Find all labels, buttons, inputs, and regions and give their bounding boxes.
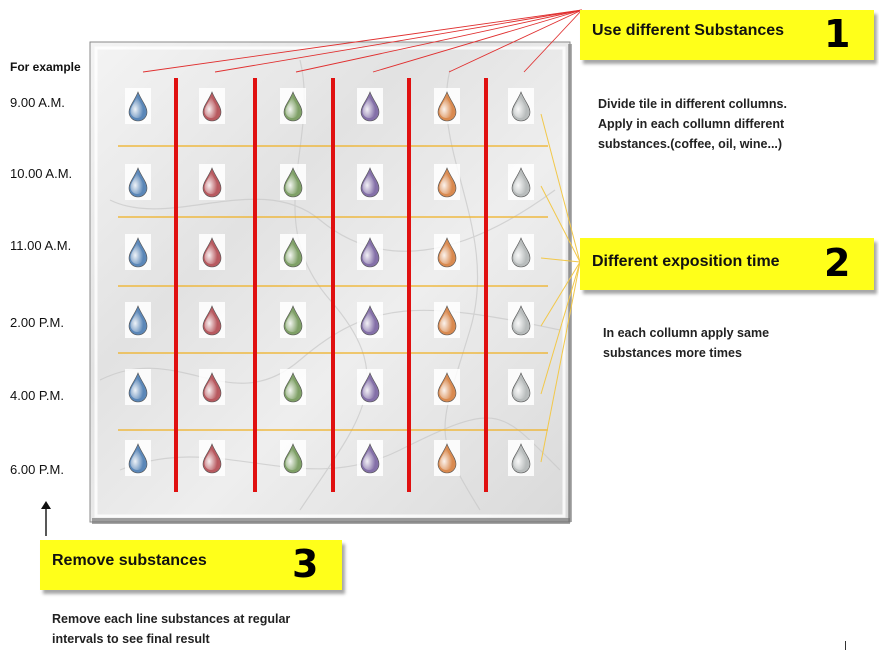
tile-shadow [92, 518, 570, 524]
pointer-line [540, 261, 581, 463]
callout-1-pointers [142, 9, 583, 73]
drop-icon [125, 369, 151, 405]
pointer-line [214, 9, 583, 73]
drop-icon [508, 440, 534, 476]
drop-icon [508, 234, 534, 270]
example-label: For example [10, 60, 81, 74]
time-label: 10.00 A.M. [10, 166, 73, 181]
step2-line: substances more times [603, 346, 742, 360]
substance-drops [125, 88, 534, 476]
drop-icon [357, 302, 383, 338]
drop-icon [434, 88, 460, 124]
drop-icon [125, 440, 151, 476]
drop-icon [357, 440, 383, 476]
time-label: 2.00 P.M. [10, 315, 64, 330]
callout-2: Different exposition time 2 [580, 238, 874, 290]
time-label: 11.00 A.M. [10, 238, 72, 253]
drop-icon [434, 369, 460, 405]
drop-icon [434, 164, 460, 200]
drop-icon [125, 234, 151, 270]
drop-icon [280, 234, 306, 270]
tile-bevel [94, 46, 566, 518]
drop-icon [125, 164, 151, 200]
step3-line: intervals to see final result [52, 632, 210, 646]
drop-icon [508, 164, 534, 200]
step2-line: In each collumn apply same [603, 326, 770, 340]
pointer-line [540, 113, 581, 263]
drop-icon [280, 164, 306, 200]
pointer-line [523, 9, 583, 73]
pointer-line [295, 9, 583, 73]
drop-icon [199, 88, 225, 124]
drop-icon [199, 164, 225, 200]
time-label: 4.00 P.M. [10, 388, 64, 403]
drop-icon [508, 302, 534, 338]
drop-icon [357, 88, 383, 124]
callout-3: Remove substances 3 [40, 540, 342, 590]
pointer-line [142, 9, 583, 73]
pointer-line [448, 9, 583, 73]
up-arrow-icon [41, 501, 51, 536]
drop-icon [357, 164, 383, 200]
step3-line: Remove each line substances at regular [52, 612, 291, 626]
step2-description: In each collumn apply same substances mo… [603, 323, 769, 363]
divider-mark [845, 641, 846, 650]
drop-icon [357, 369, 383, 405]
step1-line: Divide tile in different collumns. [598, 97, 787, 111]
callout-1-number: 1 [824, 12, 851, 56]
step1-line: Apply in each collumn different [598, 117, 785, 131]
drop-icon [199, 302, 225, 338]
drop-icon [280, 88, 306, 124]
drop-icon [508, 369, 534, 405]
callout-2-title: Different exposition time [592, 253, 780, 270]
drop-icon [125, 88, 151, 124]
drop-icon [199, 234, 225, 270]
pointer-line [540, 261, 581, 395]
pointer-line [540, 261, 581, 327]
step3-description: Remove each line substances at regular i… [52, 609, 290, 649]
pointer-line [540, 257, 581, 263]
column-dividers [174, 78, 488, 492]
time-label: 9.00 A.M. [10, 95, 65, 110]
drop-icon [434, 234, 460, 270]
time-label: 6.00 P.M. [10, 462, 64, 477]
pointer-line [372, 9, 583, 73]
drop-icon [434, 302, 460, 338]
drop-icon [280, 369, 306, 405]
drop-icon [280, 302, 306, 338]
marble-tile [89, 41, 571, 523]
callout-3-number: 3 [292, 542, 319, 586]
step1-description: Divide tile in different collumns. Apply… [598, 94, 787, 154]
callout-3-title: Remove substances [52, 552, 207, 569]
drop-icon [434, 440, 460, 476]
tile-shadow-side [568, 44, 572, 522]
drop-icon [508, 88, 534, 124]
callout-2-number: 2 [824, 241, 851, 285]
drop-icon [357, 234, 383, 270]
drop-icon [199, 440, 225, 476]
drop-icon [280, 440, 306, 476]
step1-line: substances.(coffee, oil, wine...) [598, 137, 783, 151]
drop-icon [199, 369, 225, 405]
callout-1-title: Use different Substances [592, 22, 785, 39]
callout-2-pointers [540, 113, 581, 463]
pointer-line [540, 185, 581, 263]
drop-icon [125, 302, 151, 338]
callout-1: Use different Substances 1 [580, 10, 874, 60]
